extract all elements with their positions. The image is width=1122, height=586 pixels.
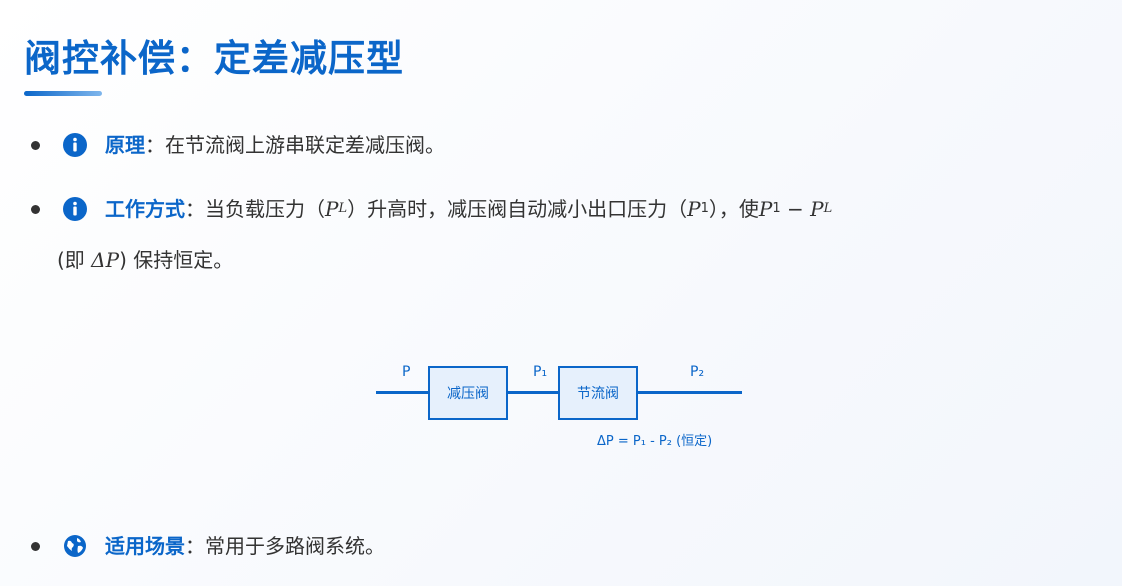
bullet <box>31 541 40 551</box>
item-continuation: (即 ΔP) 保持恒定。 <box>57 244 233 273</box>
formula: ΔP = P₁ - P₂ (恒定) <box>597 434 713 449</box>
math-sub: 1 <box>772 201 781 216</box>
item-label: 适用场景 <box>105 534 185 558</box>
item-text: 在节流阀上游串联定差减压阀。 <box>165 133 445 157</box>
item-label: 原理 <box>105 133 145 157</box>
item-text: ），使 <box>708 197 759 221</box>
list-item-application: 适用场景：常用于多路阀系统。 <box>28 534 385 558</box>
separator: ： <box>145 133 165 157</box>
separator: ： <box>185 197 205 221</box>
pipe-line <box>636 391 742 394</box>
math-minus: − <box>780 197 811 221</box>
item-text: (即 <box>57 248 92 272</box>
page-title: 阀控补偿：定差减压型 <box>24 37 404 80</box>
item-text: ) 保持恒定。 <box>119 248 234 272</box>
list-item-principle: 原理：在节流阀上游串联定差减压阀。 <box>28 133 445 157</box>
math-sub: 1 <box>700 201 709 216</box>
bullet <box>31 140 40 150</box>
item-label: 工作方式 <box>105 197 185 221</box>
label-p: P <box>402 364 411 380</box>
pipe-line <box>506 391 560 394</box>
item-text: ）升高时，减压阀自动减小出口压力（ <box>347 197 688 221</box>
info-icon <box>63 197 87 221</box>
item-text: 当负载压力（ <box>205 197 325 221</box>
bullet <box>31 204 40 214</box>
math-P: P <box>758 197 773 221</box>
label-p1: P₁ <box>533 364 548 380</box>
item-text: 常用于多路阀系统。 <box>205 534 385 558</box>
separator: ： <box>185 534 205 558</box>
label-p2: P₂ <box>690 364 705 380</box>
math-P: P <box>325 197 339 221</box>
pressure-reducing-valve-box: 减压阀 <box>428 366 508 420</box>
pipe-line <box>376 391 430 394</box>
math-P: P <box>687 197 701 221</box>
math-P: P <box>810 197 824 221</box>
math-sub: L <box>338 201 348 216</box>
throttle-valve-box: 节流阀 <box>558 366 638 420</box>
title-underline <box>24 91 102 96</box>
globe-icon <box>63 534 87 558</box>
math-delta-p: ΔP <box>91 248 120 272</box>
info-icon <box>63 133 87 157</box>
math-sub: L <box>823 201 833 216</box>
